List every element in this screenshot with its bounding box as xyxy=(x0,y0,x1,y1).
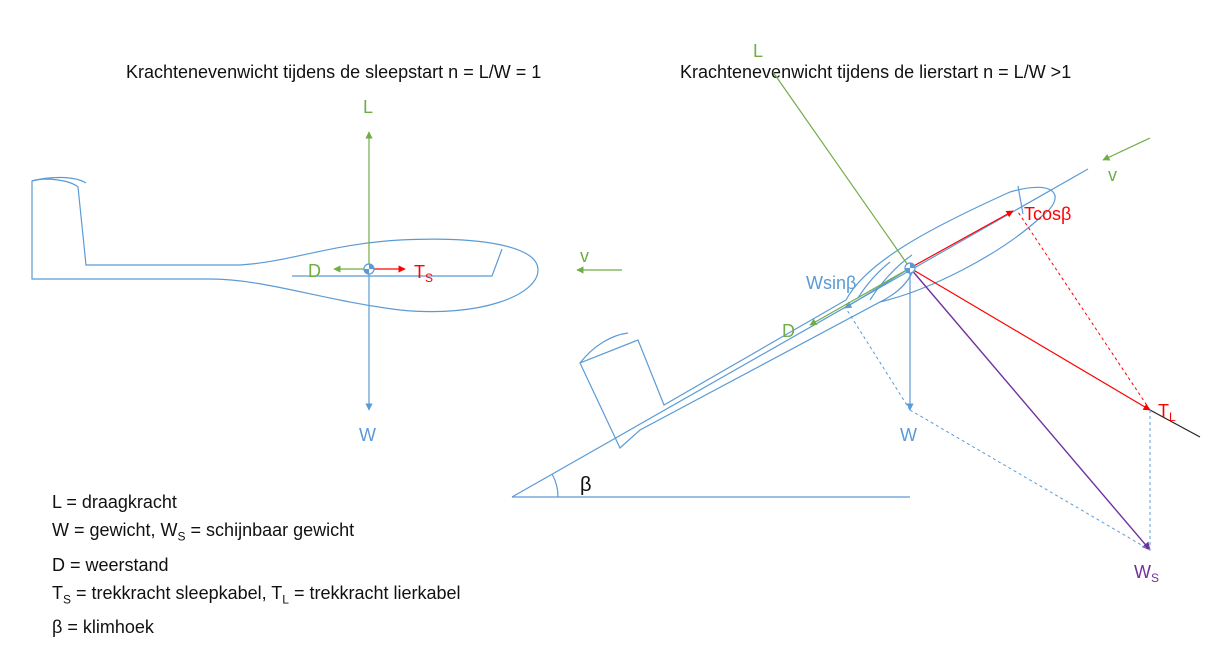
glider-climbing-fin-tip xyxy=(579,332,629,364)
apparent-weight-label: WS xyxy=(1134,562,1159,585)
weight-label-left: W xyxy=(359,425,376,445)
w-projection-line xyxy=(846,309,911,411)
winch-cable-line xyxy=(1149,409,1201,438)
winch-tension-arrow xyxy=(909,267,1151,411)
glider-climbing-wing-root xyxy=(869,254,913,301)
glider-climbing-fuselage xyxy=(579,186,1056,449)
w-to-ws-line xyxy=(909,409,1151,551)
tl-projection-line xyxy=(1017,211,1151,411)
velocity-label-left: v xyxy=(580,246,589,266)
glider-level-outline xyxy=(31,178,539,313)
beta-arc xyxy=(551,473,559,498)
legend-drag: D = weerstand xyxy=(52,554,169,575)
apparent-weight-arrow xyxy=(909,267,1151,551)
ground-and-cable xyxy=(511,168,1201,498)
winch-tension-label: TL xyxy=(1158,401,1176,424)
tow-tension-label: TS xyxy=(414,262,433,285)
lift-arrow-right xyxy=(772,71,911,269)
cg-symbol-right xyxy=(904,262,916,274)
weight-label-right: W xyxy=(900,425,917,445)
legend-tension: TS = trekkracht sleepkabel, TL = trekkra… xyxy=(52,582,461,607)
lift-label-right: L xyxy=(753,41,763,61)
velocity-arrow-right xyxy=(1102,137,1151,161)
legend-lift: L = draagkracht xyxy=(52,492,177,512)
wsinb-label: Wsinβ xyxy=(806,273,856,293)
title-winch-start: Krachtenevenwicht tijdens de lierstart n… xyxy=(680,62,1072,82)
title-tow-start: Krachtenevenwicht tijdens de sleepstart … xyxy=(126,62,542,82)
drag-arrow-right xyxy=(809,267,911,326)
drag-label-right: D xyxy=(782,321,795,341)
beta-label: β xyxy=(580,474,592,496)
construction-lines xyxy=(846,211,1151,551)
glider-level-wing-root xyxy=(292,248,503,277)
velocity-label-right: v xyxy=(1108,165,1117,185)
legend-weight: W = gewicht, WS = schijnbaar gewicht xyxy=(52,520,355,544)
tcosb-arrow xyxy=(909,210,1014,269)
legend-climb-angle: β = klimhoek xyxy=(52,617,154,638)
glider-level-fin-tip xyxy=(31,176,87,184)
glider-climbing xyxy=(579,185,1056,449)
glider-climbing-canopy xyxy=(1017,185,1024,215)
tcosb-label: Tcosβ xyxy=(1024,204,1071,224)
glider-level xyxy=(31,176,539,313)
legend: L = draagkracht W = gewicht, WS = schijn… xyxy=(52,488,461,641)
climb-line xyxy=(511,168,1089,498)
lift-label-left: L xyxy=(363,97,373,117)
drag-label-left: D xyxy=(308,261,321,281)
cg-symbol-left xyxy=(363,263,375,275)
